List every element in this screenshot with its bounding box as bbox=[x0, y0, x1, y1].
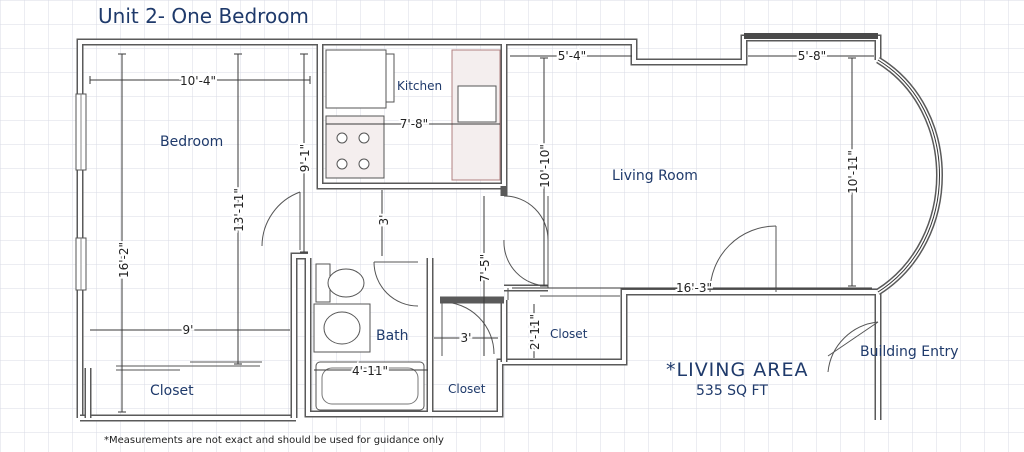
dim-bath-closet-width: 3' bbox=[461, 331, 472, 345]
dim-living-right-width: 5'-8" bbox=[798, 49, 826, 63]
dim-bedroom-height: 16'-2" bbox=[117, 242, 131, 278]
kitchen-fixtures bbox=[325, 49, 501, 181]
dim-hall-width: 3' bbox=[377, 215, 391, 226]
room-label-closet-bedroom: Closet bbox=[150, 383, 194, 399]
dim-tub-width: 4'-11" bbox=[352, 364, 388, 378]
bedroom-windows bbox=[75, 93, 87, 291]
bath-fixtures bbox=[313, 263, 425, 411]
room-label-bedroom: Bedroom bbox=[160, 134, 223, 150]
dim-bedroom-inner-height: 13'-11" bbox=[232, 188, 246, 232]
room-label-kitchen: Kitchen bbox=[397, 79, 442, 93]
dim-living-length: 16'-3" bbox=[676, 281, 712, 295]
dim-living-left-height: 10'-10" bbox=[538, 144, 552, 188]
living-area-label: *LIVING AREA bbox=[666, 359, 808, 381]
dim-kitchen-height: 9'-1" bbox=[298, 144, 312, 172]
living-area-value: 535 SQ FT bbox=[696, 383, 768, 399]
dim-living-left-width: 5'-4" bbox=[558, 49, 586, 63]
dim-closet-width: 9' bbox=[183, 323, 194, 337]
measurement-note: *Measurements are not exact and should b… bbox=[104, 435, 444, 446]
dimension-labels: 10'-4" 16'-2" 13'-11" 9' 9'-1" 7'-8" 3' … bbox=[115, 47, 862, 380]
doors bbox=[116, 191, 879, 373]
dimension-lines bbox=[89, 53, 874, 413]
room-label-closet-bath: Closet bbox=[448, 382, 486, 396]
room-label-building-entry: Building Entry bbox=[860, 344, 959, 360]
room-label-living-room: Living Room bbox=[612, 168, 698, 184]
room-label-bath: Bath bbox=[376, 328, 409, 344]
dim-living-closet-height: 2'-11" bbox=[528, 314, 542, 350]
room-label-closet-living: Closet bbox=[550, 327, 588, 341]
bay-window bbox=[876, 57, 943, 295]
dim-living-right-height: 10'-11" bbox=[846, 150, 860, 194]
dim-hall-length: 7'-5" bbox=[478, 254, 492, 282]
plan-title: Unit 2- One Bedroom bbox=[98, 4, 309, 28]
walls bbox=[76, 33, 882, 422]
dim-kitchen-width: 7'-8" bbox=[400, 117, 428, 131]
dim-bedroom-width: 10'-4" bbox=[180, 74, 216, 88]
room-labels: Bedroom Kitchen Living Room Bath Closet … bbox=[150, 79, 959, 399]
